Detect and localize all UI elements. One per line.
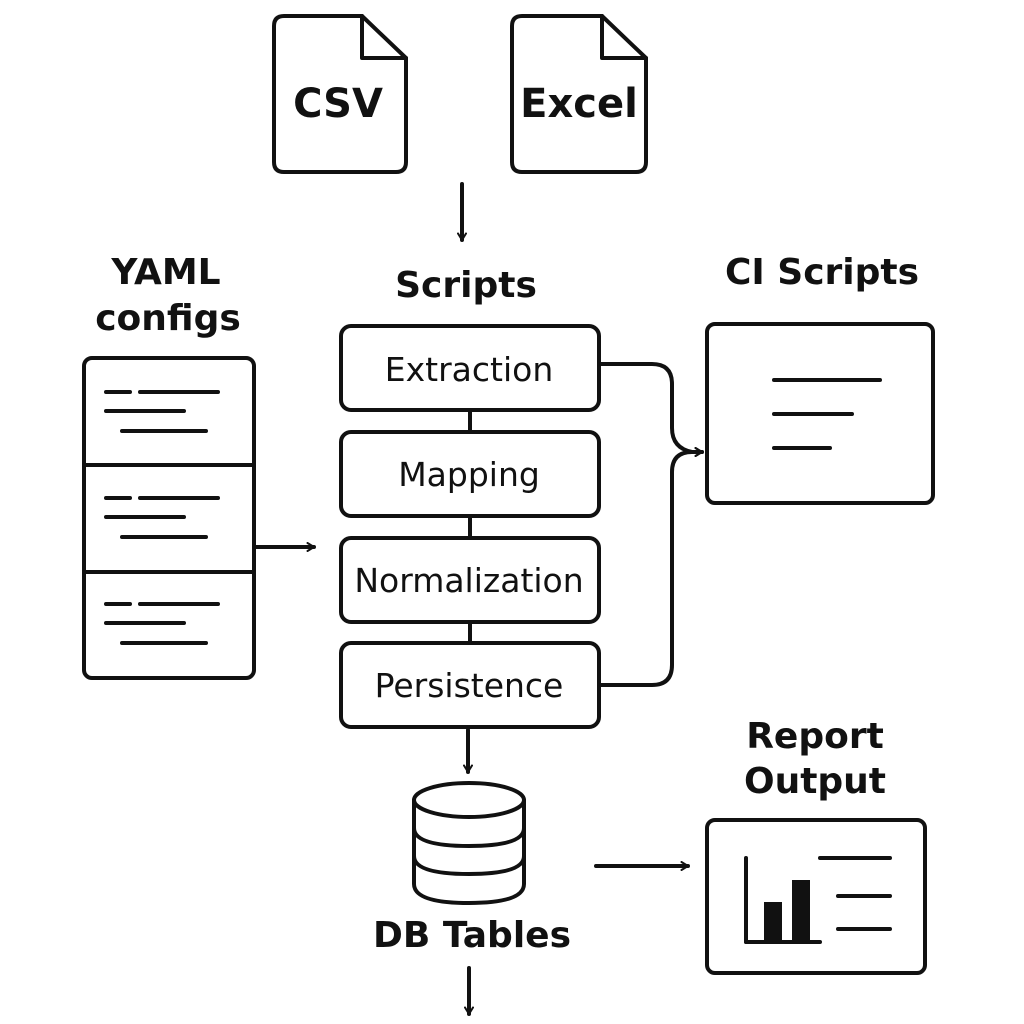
- stage-normalization: Normalization: [339, 536, 601, 624]
- report-document: [705, 818, 927, 975]
- chart-bar-icon: [764, 902, 782, 942]
- ci-scripts-document: [705, 322, 935, 505]
- excel-file-icon: Excel: [510, 14, 648, 174]
- csv-file-icon: CSV: [272, 14, 408, 174]
- report-title-line1: Report: [746, 716, 884, 757]
- ci-title: CI Scripts: [725, 252, 919, 293]
- stage-mapping-label: Mapping: [398, 455, 540, 494]
- database-icon: [412, 781, 526, 905]
- persistence-to-ci-arrow: [599, 447, 704, 687]
- stage-mapping: Mapping: [339, 430, 601, 518]
- scripts-title: Scripts: [395, 265, 537, 306]
- yaml-config-stack: [82, 356, 256, 680]
- db-label: DB Tables: [373, 915, 571, 956]
- stage-extraction: Extraction: [339, 324, 601, 412]
- stage-persistence: Persistence: [339, 641, 601, 729]
- report-title-line2: Output: [744, 761, 886, 802]
- excel-label: Excel: [520, 81, 638, 127]
- stage-persistence-label: Persistence: [375, 666, 564, 705]
- chart-bar-icon: [792, 880, 810, 942]
- yaml-title-line2: configs: [95, 298, 241, 339]
- stage-extraction-label: Extraction: [385, 350, 553, 389]
- yaml-title-line1: YAML: [110, 252, 220, 293]
- csv-label: CSV: [293, 81, 383, 127]
- stage-normalization-label: Normalization: [354, 561, 583, 600]
- extraction-to-ci-arrow: [599, 362, 704, 457]
